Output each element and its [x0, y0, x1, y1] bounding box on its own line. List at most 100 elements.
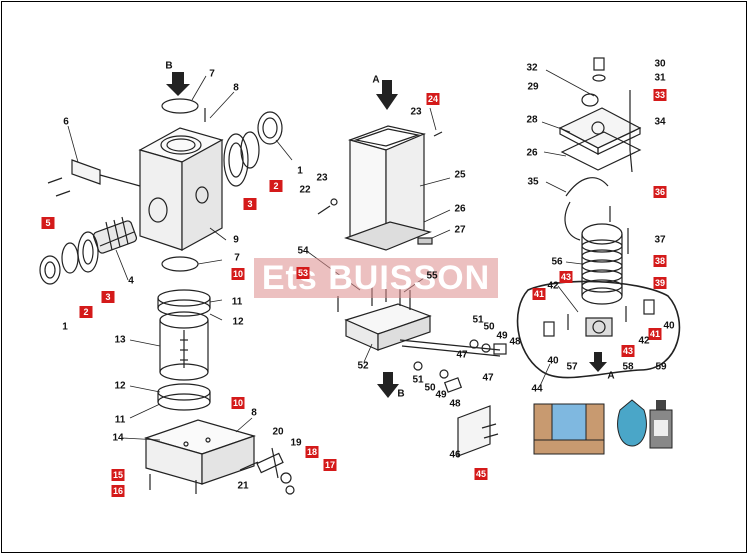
part-number: 34	[654, 116, 666, 128]
part-number: 4	[128, 275, 134, 287]
bearing-left	[77, 231, 99, 273]
part-number: 42	[638, 335, 650, 347]
part-number: 7	[234, 252, 240, 264]
part-number: 12	[114, 380, 126, 392]
watermark-banner: Ets BUISSON	[254, 258, 498, 298]
replacement-part-badge: 39	[653, 277, 667, 289]
replacement-part-badge: 41	[648, 328, 662, 340]
part-number: 28	[526, 114, 538, 126]
part-number: 19	[290, 437, 302, 449]
replacement-part-badge: 3	[243, 198, 257, 210]
part-number: 9	[233, 234, 239, 246]
view-label-b: B	[165, 60, 173, 72]
part-number: 8	[251, 407, 257, 419]
part-number: 23	[316, 172, 328, 184]
part-number: 48	[449, 398, 461, 410]
part-number: 26	[454, 203, 466, 215]
heater-coil	[581, 223, 623, 305]
mounting-plate	[344, 303, 432, 351]
replacement-part-badge: 18	[305, 446, 319, 458]
plug	[593, 57, 605, 71]
base-block	[144, 419, 256, 485]
side-plate	[457, 405, 491, 457]
o-ring-lower	[161, 256, 199, 272]
seal-left	[61, 242, 79, 274]
pump-group-outline	[516, 280, 681, 379]
replacement-part-badge: 17	[323, 459, 337, 471]
replacement-part-badge: 36	[653, 186, 667, 198]
view-label-a: A	[607, 370, 615, 382]
pump-body	[585, 317, 613, 337]
sight-glass	[159, 311, 209, 381]
nameplate	[417, 237, 433, 245]
part-number: 48	[509, 336, 521, 348]
fitting-right	[643, 299, 655, 315]
part-number: 21	[237, 480, 249, 492]
part-number: 11	[114, 414, 126, 426]
part-number: 49	[496, 330, 508, 342]
part-number: 12	[232, 316, 244, 328]
oil-bottle	[649, 400, 673, 449]
part-number: 40	[547, 355, 559, 367]
part-number: 35	[527, 176, 539, 188]
part-number: 29	[527, 81, 539, 93]
part-number: 6	[63, 116, 69, 128]
part-number: 31	[654, 72, 666, 84]
part-number: 8	[233, 82, 239, 94]
reservoir-section	[533, 403, 605, 455]
part-number: 26	[526, 147, 538, 159]
cable	[565, 177, 609, 197]
part-number: 46	[449, 449, 461, 461]
fitting-left	[543, 321, 555, 337]
replacement-part-badge: 5	[41, 217, 55, 229]
valve-body-block	[138, 127, 224, 252]
arrow-a-right	[589, 352, 607, 372]
water-bag	[617, 399, 647, 447]
part-number: 1	[62, 321, 68, 333]
replacement-part-badge: 2	[269, 180, 283, 192]
part-number: 7	[209, 68, 215, 80]
part-number: 47	[482, 372, 494, 384]
replacement-part-badge: 43	[621, 345, 635, 357]
replacement-part-badge: 41	[532, 288, 546, 300]
replacement-part-badge: 33	[653, 89, 667, 101]
part-number: 54	[297, 245, 309, 257]
bracket-part	[71, 159, 101, 185]
part-number: 47	[456, 349, 468, 361]
part-number: 50	[483, 321, 495, 333]
part-number: 55	[426, 270, 438, 282]
arrow-b-left	[166, 72, 190, 96]
view-label-b: B	[397, 388, 405, 400]
part-number: 14	[112, 432, 124, 444]
part-number: 32	[526, 62, 538, 74]
replacement-part-badge: 10	[231, 268, 245, 280]
replacement-part-badge: 45	[474, 468, 488, 480]
tank-housing	[348, 125, 426, 249]
bearing-right	[223, 133, 249, 187]
part-number: 44	[531, 383, 543, 395]
part-number: 51	[472, 314, 484, 326]
part-number: 27	[454, 224, 466, 236]
replacement-part-badge: 15	[111, 469, 125, 481]
replacement-part-badge: 53	[296, 267, 310, 279]
view-arrows	[166, 72, 607, 398]
ring-left	[39, 255, 61, 285]
part-number: 22	[299, 184, 311, 196]
part-number: 58	[622, 361, 634, 373]
gasket	[560, 131, 642, 171]
part-number: 51	[412, 374, 424, 386]
view-label-a: A	[372, 74, 380, 86]
replacement-part-badge: 43	[559, 271, 573, 283]
tank-flange	[344, 221, 432, 251]
part-number: 23	[410, 106, 422, 118]
o-ring-top	[161, 98, 199, 114]
replacement-part-badge: 24	[426, 93, 440, 105]
part-number: 49	[435, 389, 447, 401]
replacement-part-badge: 16	[111, 485, 125, 497]
arrow-b-center	[377, 372, 399, 398]
gear-shaft	[92, 216, 138, 254]
replacement-part-badge: 2	[79, 306, 93, 318]
part-number: 20	[272, 426, 284, 438]
